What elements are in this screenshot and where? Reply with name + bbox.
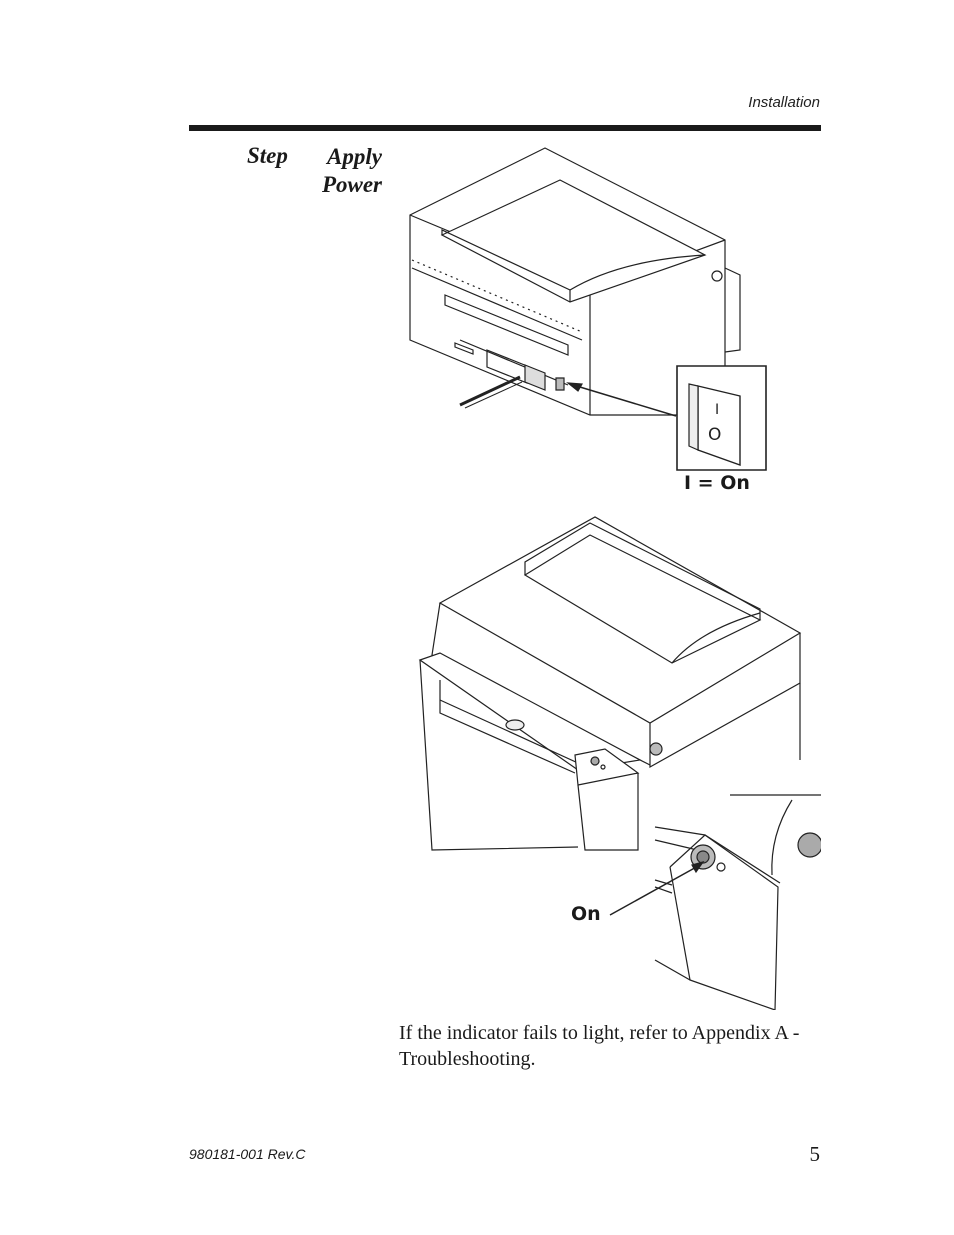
section-title: Installation (748, 94, 820, 111)
header-rule (189, 125, 821, 131)
step-title-line1: Apply (327, 144, 382, 169)
printer-rear-illustration: I O (400, 140, 780, 490)
step-title-line2: Power (321, 172, 382, 197)
step-title: Apply Power (300, 143, 382, 199)
doc-number: 980181-001 Rev.C (189, 1146, 306, 1162)
step-label: Step (247, 143, 288, 168)
indicator-on-caption: On (571, 903, 601, 925)
body-note: If the indicator fails to light, refer t… (399, 1022, 800, 1070)
switch-on-mark: I (715, 402, 719, 418)
page-number: 5 (809, 1142, 821, 1166)
switch-off-mark: O (708, 425, 721, 445)
switch-on-caption: I = On (684, 472, 750, 494)
printer-front-illustration (400, 505, 821, 1010)
